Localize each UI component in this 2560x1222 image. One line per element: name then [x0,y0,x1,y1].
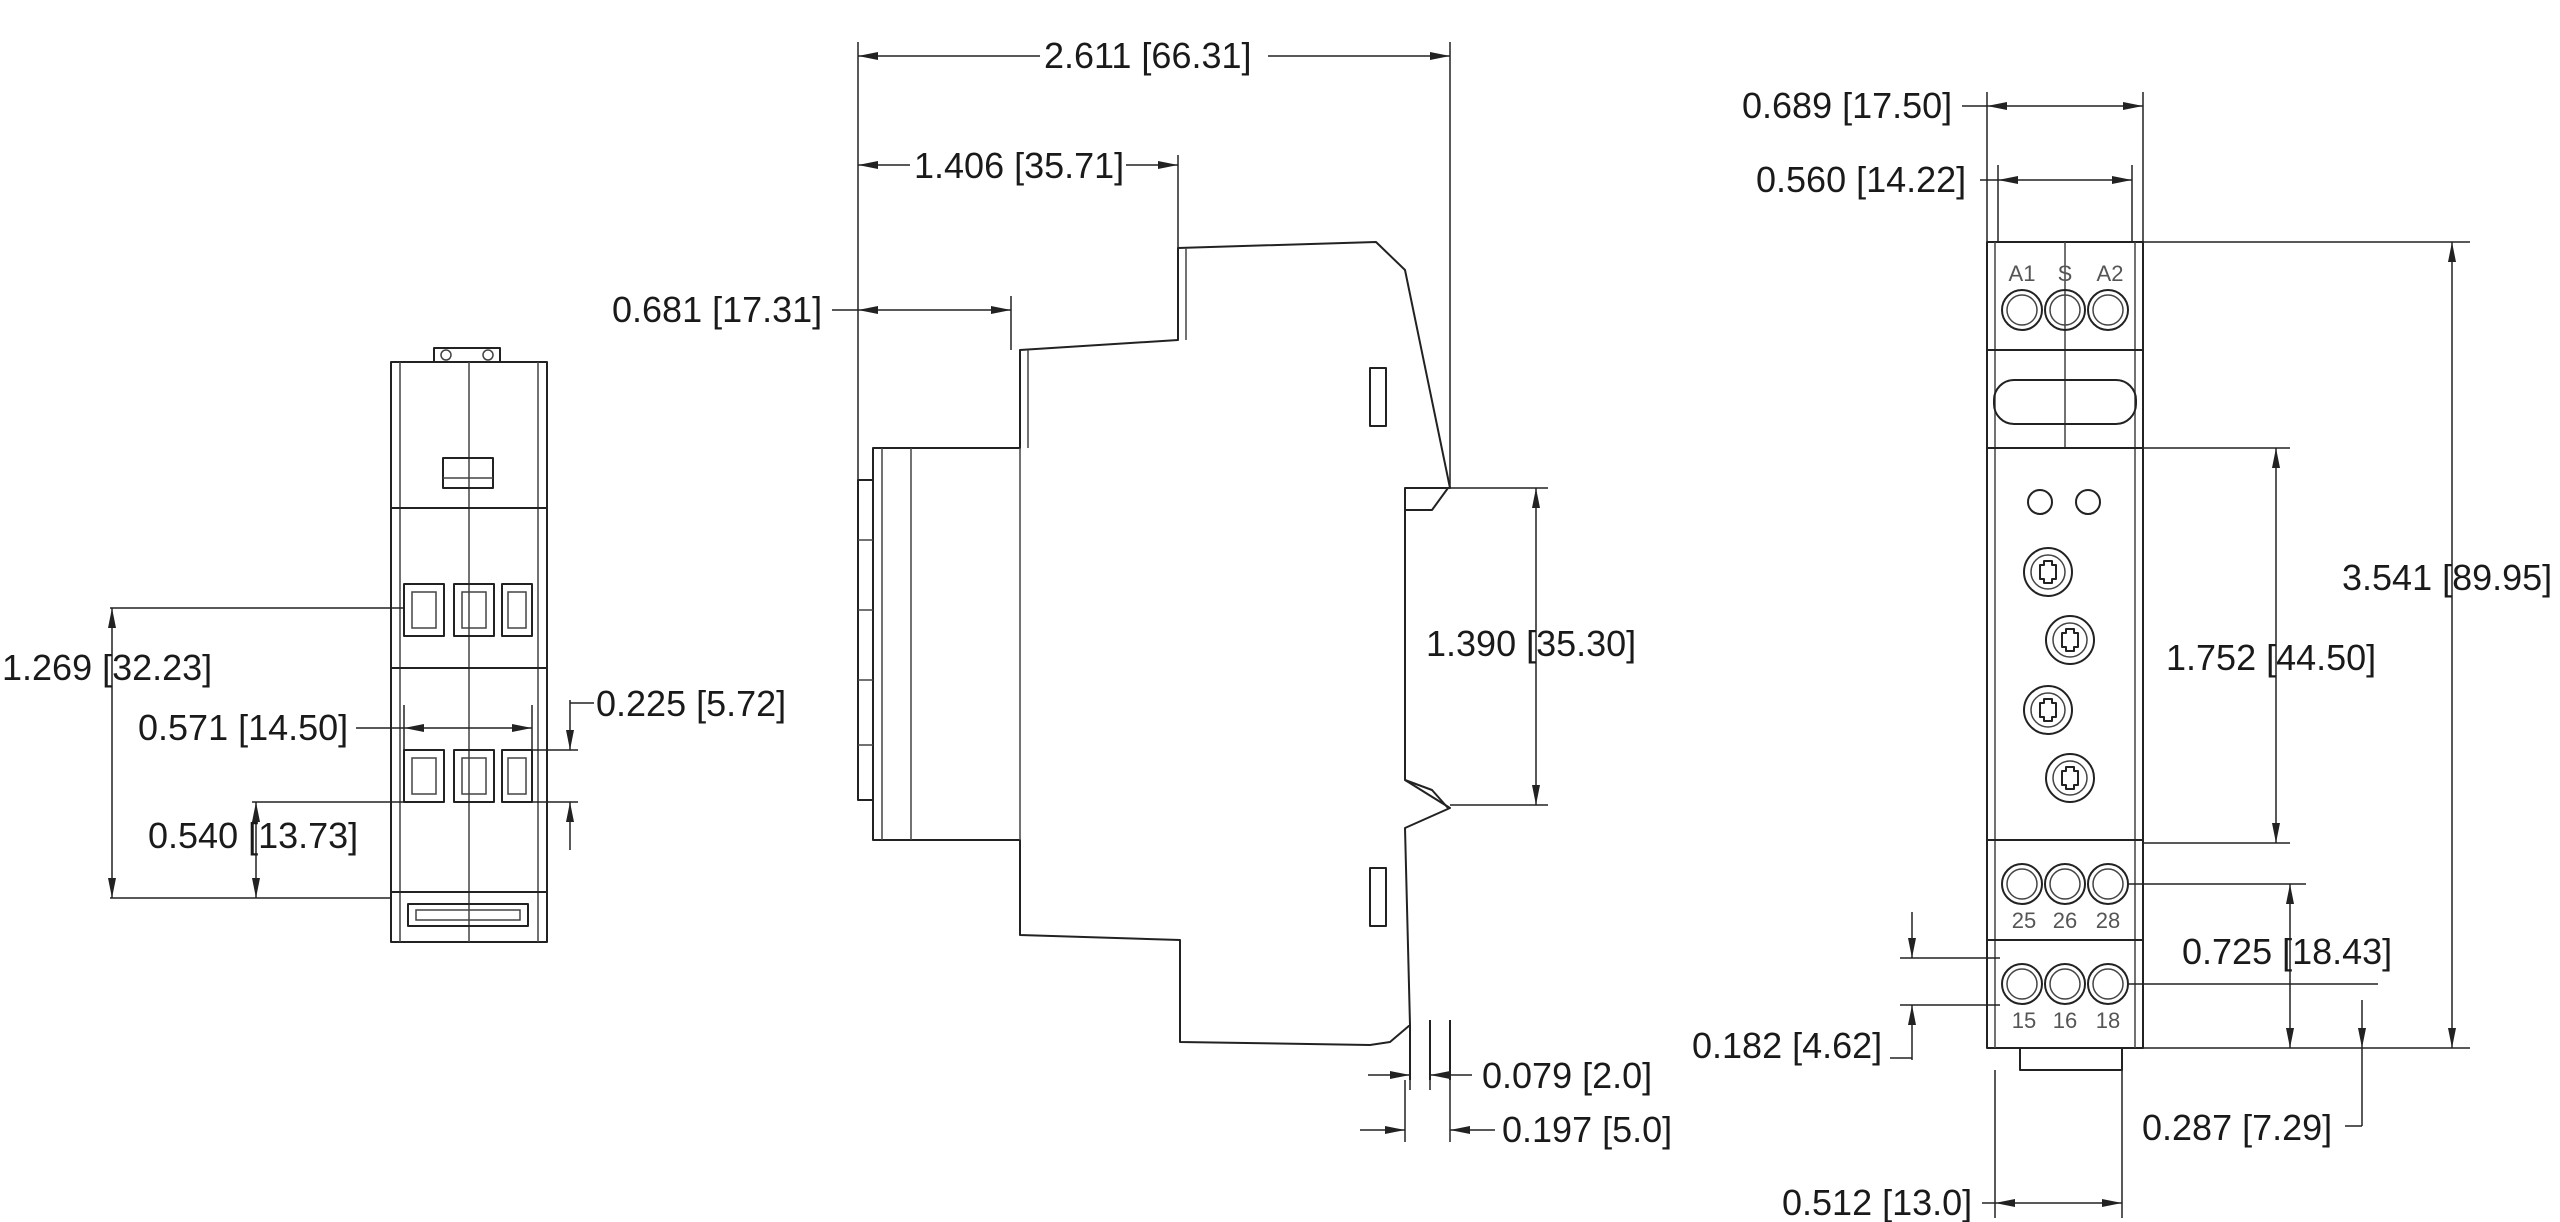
rear-clip-screw-right [482,349,494,361]
dim-front-panel-height-label: 1.752 [44.50] [2166,637,2376,678]
front-bottom-foot [2019,1048,2123,1071]
dim-lower-terminal-offset: 0.287 [7.29] [2128,983,2378,1148]
rear-terminal-row-lower [403,749,533,803]
indicator-led-right [2075,489,2101,515]
dim-rear-terminal-span: 1.269 [32.23] [2,607,404,899]
rear-latch-window [442,457,494,489]
side-step-edges [1027,248,1187,448]
side-profile-outline [872,241,1451,1046]
front-label-window [1993,379,2137,425]
dim-body-width-label: 0.689 [17.50] [1742,85,1952,126]
terminal-label-a1: A1 [2009,261,2036,286]
rear-bottom-slot [407,903,529,927]
terminal-label-28: 28 [2096,908,2120,933]
upper-terminal-screws [2001,863,2129,905]
dim-terminal-pitch-label: 0.182 [4.62] [1692,1025,1882,1066]
dim-depth-to-front-step-label: 1.406 [35.71] [914,145,1124,186]
side-inner-edges [881,448,1021,840]
dim-body-width: 0.689 [17.50] [1742,85,2144,242]
front-view: A1 S A2 [1986,241,2144,1071]
front-side-edges [1994,242,2136,1048]
dim-top-terminal-width: 0.560 [14.22] [1756,159,2133,242]
dim-rear-terminal-span-label: 1.269 [32.23] [2,647,212,688]
dim-depth-to-rail-step-label: 0.681 [17.31] [612,289,822,330]
terminal-label-s: S [2058,261,2073,286]
side-rear-tab-lines [858,539,873,746]
dim-rail-lip: 0.079 [2.0] [1368,1055,1652,1096]
lower-terminal-screws [2001,963,2129,1005]
dim-overall-height-label: 3.541 [89.95] [2342,557,2552,598]
dim-rear-terminal-offset-label: 0.540 [13.73] [148,815,358,856]
side-rail-hook-upper [1404,487,1449,511]
dim-upper-terminal-row-height: 0.725 [18.43] [2128,883,2392,1048]
potentiometer-3 [2023,685,2073,735]
dim-overall-height: 3.541 [89.95] [2143,241,2552,1049]
rear-view [390,347,548,943]
dim-rear-terminal-offset: 0.540 [13.73] [148,801,404,898]
terminal-label-15: 15 [2012,1008,2036,1033]
dim-overall-depth-label: 2.611 [66.31] [1044,35,1252,76]
dim-rail-clip: 0.197 [5.0] [1360,1080,1672,1150]
terminal-label-26: 26 [2053,908,2077,933]
dim-rail-clip-label: 0.197 [5.0] [1502,1109,1672,1150]
rear-side-edges [399,362,539,942]
dim-rear-terminal-opening-label: 0.225 [5.72] [596,683,786,724]
side-view [857,241,1451,1080]
top-terminal-screws [2001,289,2129,331]
dim-terminal-pitch: 0.182 [4.62] [1692,912,2000,1066]
dim-rear-terminal-width: 0.571 [14.50] [138,705,533,750]
dim-overall-depth: 2.611 [66.31] [857,35,1451,488]
dim-rail-lip-label: 0.079 [2.0] [1482,1055,1652,1096]
dim-upper-terminal-row-height-label: 0.725 [18.43] [2182,931,2392,972]
dim-top-terminal-width-label: 0.560 [14.22] [1756,159,1966,200]
terminal-label-18: 18 [2096,1008,2120,1033]
dim-bottom-width: 0.512 [13.0] [1782,1070,2123,1222]
side-rear-tab [857,479,873,801]
side-vent-upper [1369,367,1387,427]
dim-rear-terminal-width-label: 0.571 [14.50] [138,707,348,748]
dim-rail-height-label: 1.390 [35.30] [1426,623,1636,664]
terminal-label-16: 16 [2053,1008,2077,1033]
potentiometer-4 [2045,753,2095,803]
dim-depth-to-rail-step: 0.681 [17.31] [612,289,1012,350]
dim-depth-to-front-step: 1.406 [35.71] [858,145,1179,248]
dim-rail-height: 1.390 [35.30] [1426,487,1636,806]
indicator-led-left [2027,489,2053,515]
dim-rear-terminal-opening: 0.225 [5.72] [532,683,786,850]
dim-lower-terminal-offset-label: 0.287 [7.29] [2142,1107,2332,1148]
side-vent-lower [1369,867,1387,927]
rear-clip-screw-left [440,349,452,361]
terminal-label-a2: A2 [2097,261,2124,286]
rear-top-clip [433,347,501,362]
terminal-label-25: 25 [2012,908,2036,933]
potentiometer-1 [2023,547,2073,597]
rear-terminal-row-upper [403,583,533,637]
potentiometer-2 [2045,615,2095,665]
dim-bottom-width-label: 0.512 [13.0] [1782,1182,1972,1222]
dim-front-panel-height: 1.752 [44.50] [2143,447,2376,844]
side-rail-hook-lower [1404,779,1449,809]
